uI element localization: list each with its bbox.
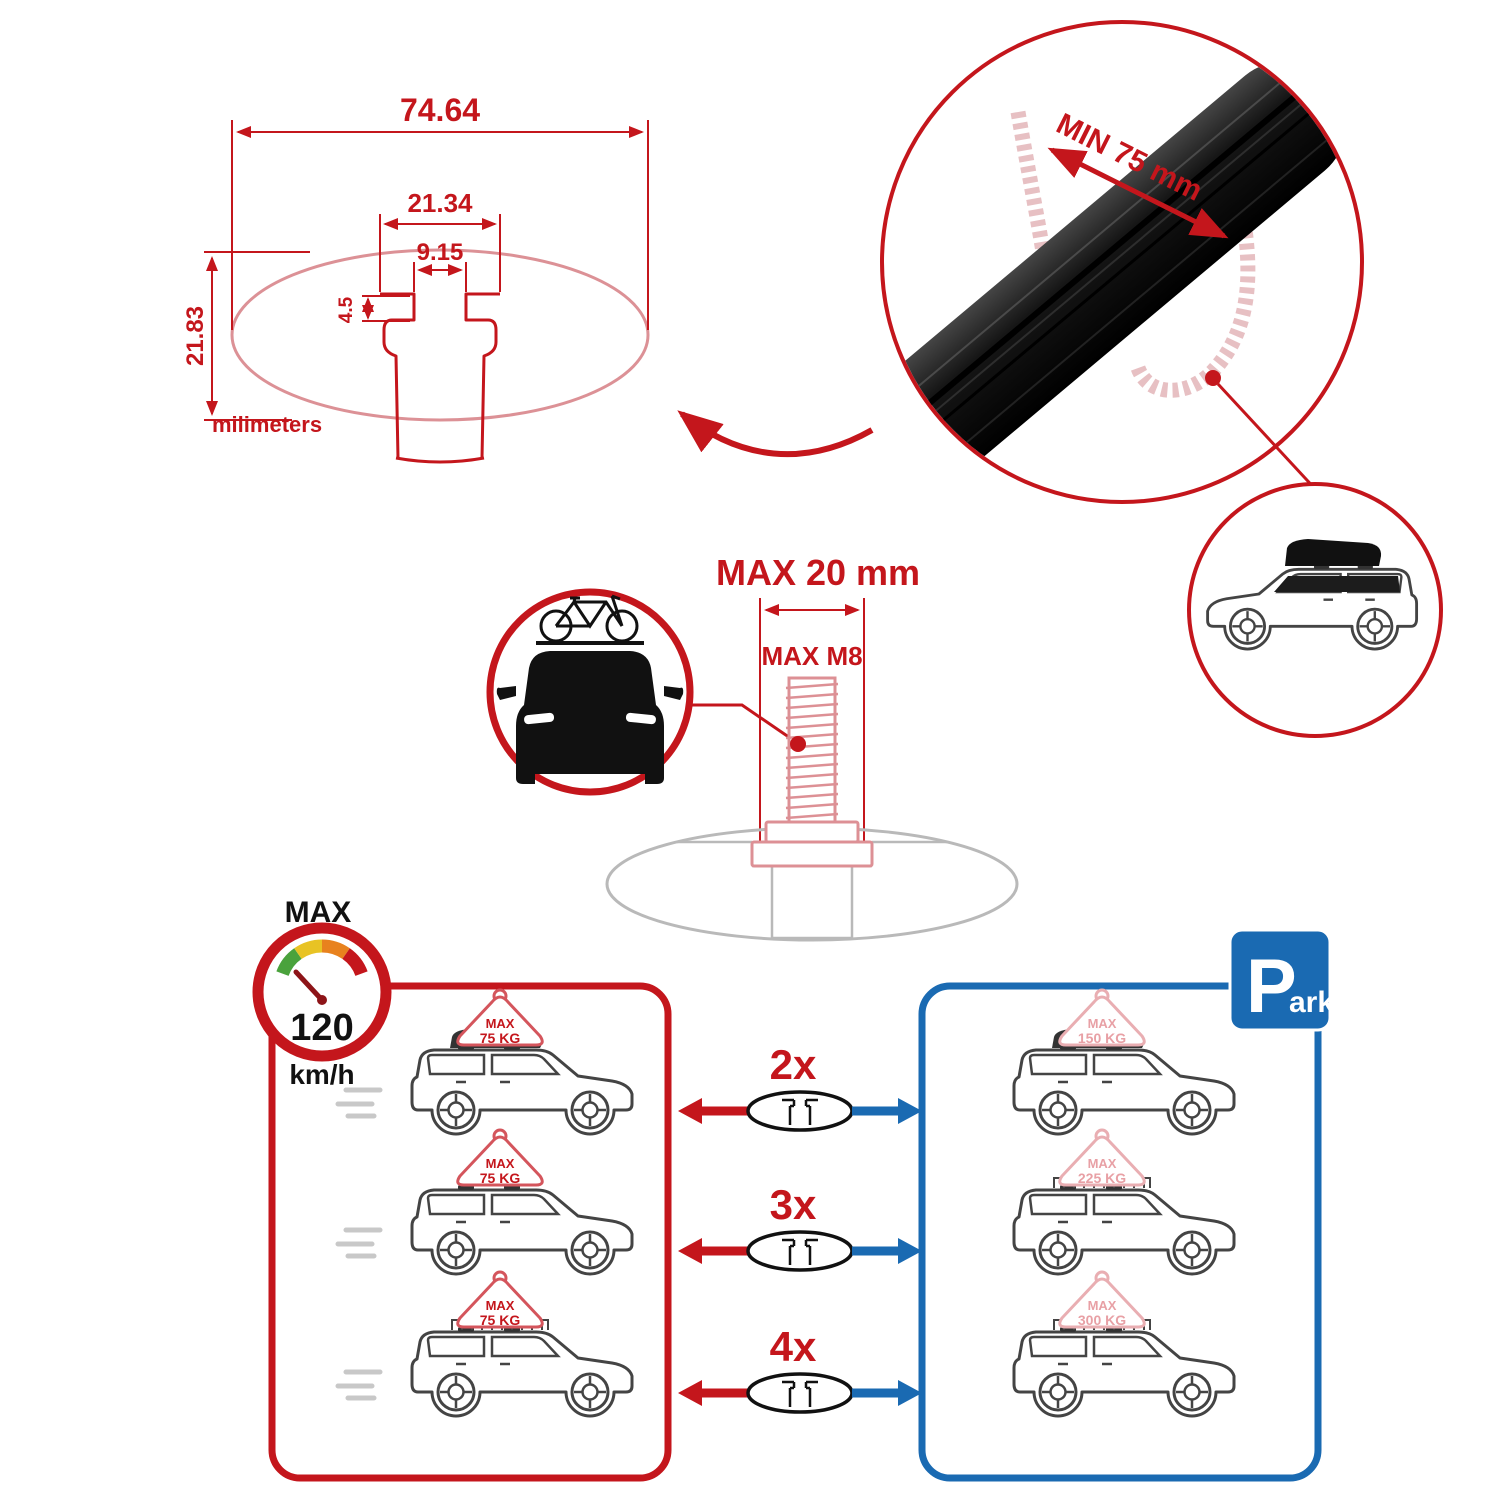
multiplier-rows: 2x 3x 4x: [678, 1041, 922, 1414]
dim-lip-depth-label: 4.5: [336, 296, 357, 323]
tslot-profile-right: [464, 292, 500, 459]
dimension-diagram: 74.64 21.34 9.15 4.5 21.83 milimeters: [182, 92, 650, 464]
load-bag-value: 225 KG: [1078, 1170, 1126, 1186]
dim-ext-height: [204, 251, 310, 421]
park-sign: P ark: [1228, 928, 1334, 1032]
load-bag-title: MAX: [486, 1298, 515, 1313]
crossbar-section-icon: [746, 1372, 854, 1414]
crossbar-section-icon: [746, 1090, 854, 1132]
park-sign-suffix: ark: [1289, 986, 1334, 1019]
dim-unit-label: milimeters: [212, 412, 322, 437]
bolt-diagram: MAX 20 mm MAX M8: [605, 552, 1019, 942]
load-bag: MAX 300 KG: [1058, 1270, 1146, 1329]
bike-car-circle: [486, 588, 797, 796]
load-bag: MAX 75 KG: [456, 1270, 544, 1329]
bolt-dim-ext: [759, 598, 865, 845]
tslot-profile-left: [380, 292, 416, 459]
load-bag-value: 300 KG: [1078, 1312, 1126, 1328]
arrow-left-red-icon: [678, 1238, 702, 1264]
tslot-profile-bottom: [395, 456, 485, 464]
arrow-right-blue-icon: [898, 1238, 922, 1264]
dim-total-width-label: 74.64: [400, 92, 480, 128]
load-bag-value: 75 KG: [480, 1312, 521, 1328]
crossbar-section-ellipse: [230, 248, 650, 422]
speed-gauge-arcs: [276, 939, 368, 977]
bolt-max-thread-label: MAX M8: [761, 641, 862, 671]
bolt-max-width-label: MAX 20 mm: [716, 552, 920, 593]
load-bag-value: 75 KG: [480, 1030, 521, 1046]
suv-roofbox-icon: [1285, 539, 1382, 566]
multiplier-label: 3x: [770, 1181, 817, 1228]
dim-ext-total: [231, 120, 649, 330]
zoom-pointer-arrow: [677, 410, 874, 458]
bolt-icon: [750, 676, 874, 868]
multiplier-label: 2x: [770, 1041, 817, 1088]
load-bag: MAX 75 KG: [456, 1128, 544, 1187]
dim-slot-width-label: 9.15: [417, 239, 464, 266]
detail-dot: [1205, 370, 1221, 386]
load-bag-title: MAX: [1088, 1298, 1117, 1313]
multiplier-label: 4x: [770, 1323, 817, 1370]
load-bag: MAX 225 KG: [1058, 1128, 1146, 1187]
speed-gauge-pivot: [317, 995, 327, 1005]
park-sign-letter: P: [1246, 944, 1297, 1029]
load-bag: MAX 150 KG: [1058, 988, 1146, 1047]
min-span-arrow: [1047, 147, 1229, 239]
dim-ext-channel: [379, 214, 501, 292]
car-front-icon: [496, 641, 684, 784]
bolt-leader-line: [688, 703, 797, 744]
speed-gauge: MAX 120 km/h: [252, 896, 392, 1090]
load-bag-value: 150 KG: [1078, 1030, 1126, 1046]
load-bag-value: 75 KG: [480, 1170, 521, 1186]
load-bag-title: MAX: [486, 1156, 515, 1171]
speed-gauge-unit: km/h: [289, 1059, 354, 1090]
arrow-right-blue-icon: [898, 1380, 922, 1406]
dim-channel-width-label: 21.34: [407, 188, 473, 218]
arrow-left-red-icon: [678, 1098, 702, 1124]
load-bag-title: MAX: [1088, 1156, 1117, 1171]
speed-lines: [335, 1087, 383, 1401]
parked-cars: MAX 150 KG MAX 225 KG MAX 300 KG: [1014, 988, 1234, 1416]
speed-gauge-needle: [293, 969, 325, 1003]
dim-ext-lip: [362, 295, 410, 322]
arrow-left-red-icon: [678, 1380, 702, 1406]
suv-windows: [1274, 576, 1400, 592]
zoom-circle: MIN 75 mm: [880, 20, 1364, 504]
load-bag: MAX 75 KG: [456, 988, 544, 1047]
load-bag-title: MAX: [1088, 1016, 1117, 1031]
crossbar-section-icon: [746, 1230, 854, 1272]
speed-gauge-value: 120: [290, 1007, 353, 1049]
dim-ext-slot: [413, 262, 467, 292]
clamp-rod-left-icon: [1010, 110, 1052, 260]
driving-cars: MAX 75 KG MAX 75 KG MAX 75 KG: [335, 988, 632, 1416]
clamp-rod-right-icon: [1130, 198, 1256, 398]
load-bag-title: MAX: [486, 1016, 515, 1031]
dim-height-label: 21.83: [182, 306, 209, 366]
suv-circle: [1187, 482, 1443, 738]
suv-connector-line: [1216, 382, 1320, 494]
arrow-right-blue-icon: [898, 1098, 922, 1124]
bolt-detail-dot: [790, 736, 806, 752]
